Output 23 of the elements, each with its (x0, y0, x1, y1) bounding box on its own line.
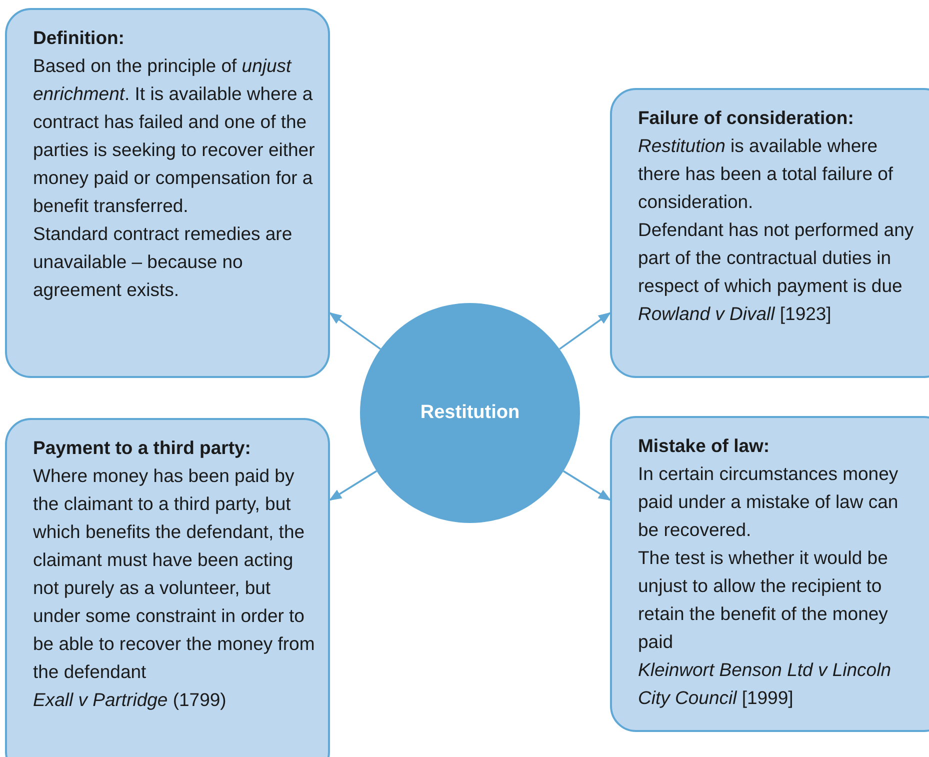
card-heading: Payment to a third party: (33, 436, 252, 460)
card-text: Standard contract remedies are unavailable – because no agreement exists. (33, 222, 294, 302)
case-citation: Rowland v Divall [1923] (638, 302, 832, 326)
card-heading: Mistake of law: (638, 434, 771, 458)
case-citation: Kleinwort Benson Ltd v Lincoln City Council [1999] (638, 658, 892, 710)
card-text: Based on the principle of unjust enrichment. It is available where a contract has failed and one of the parties is seeking to recover either money paid or compensation for a benefit transferred. (33, 54, 316, 218)
arrow (558, 312, 612, 350)
info-card (610, 88, 929, 378)
card-text: In certain circumstances money paid under a mistake of law can be recovered. (638, 462, 900, 542)
arrow (328, 312, 382, 350)
card-text: Where money has been paid by the claimant to a third party, but which benefits the defendant, the claimant must have been acting not purely as a volunteer, but under some constraint in order to be able to recover the money from the defendant (33, 464, 316, 684)
topic-title: Restitution (420, 402, 520, 424)
case-citation: Exall v Partridge (1799) (33, 688, 228, 712)
card-text: Defendant has not performed any part of the contractual duties in respect of which payment is due (638, 218, 915, 298)
arrow (328, 470, 378, 501)
arrow (562, 470, 612, 501)
card-heading: Definition: (33, 26, 126, 50)
info-card (5, 8, 330, 378)
case-citation: Restitution is available where there has been a total failure of consideration. (638, 134, 894, 214)
info-card (610, 416, 929, 732)
card-text: The test is whether it would be unjust to allow the recipient to retain the benefit of the money paid (638, 546, 889, 654)
info-card (5, 418, 330, 757)
card-heading: Failure of consideration: (638, 106, 855, 130)
